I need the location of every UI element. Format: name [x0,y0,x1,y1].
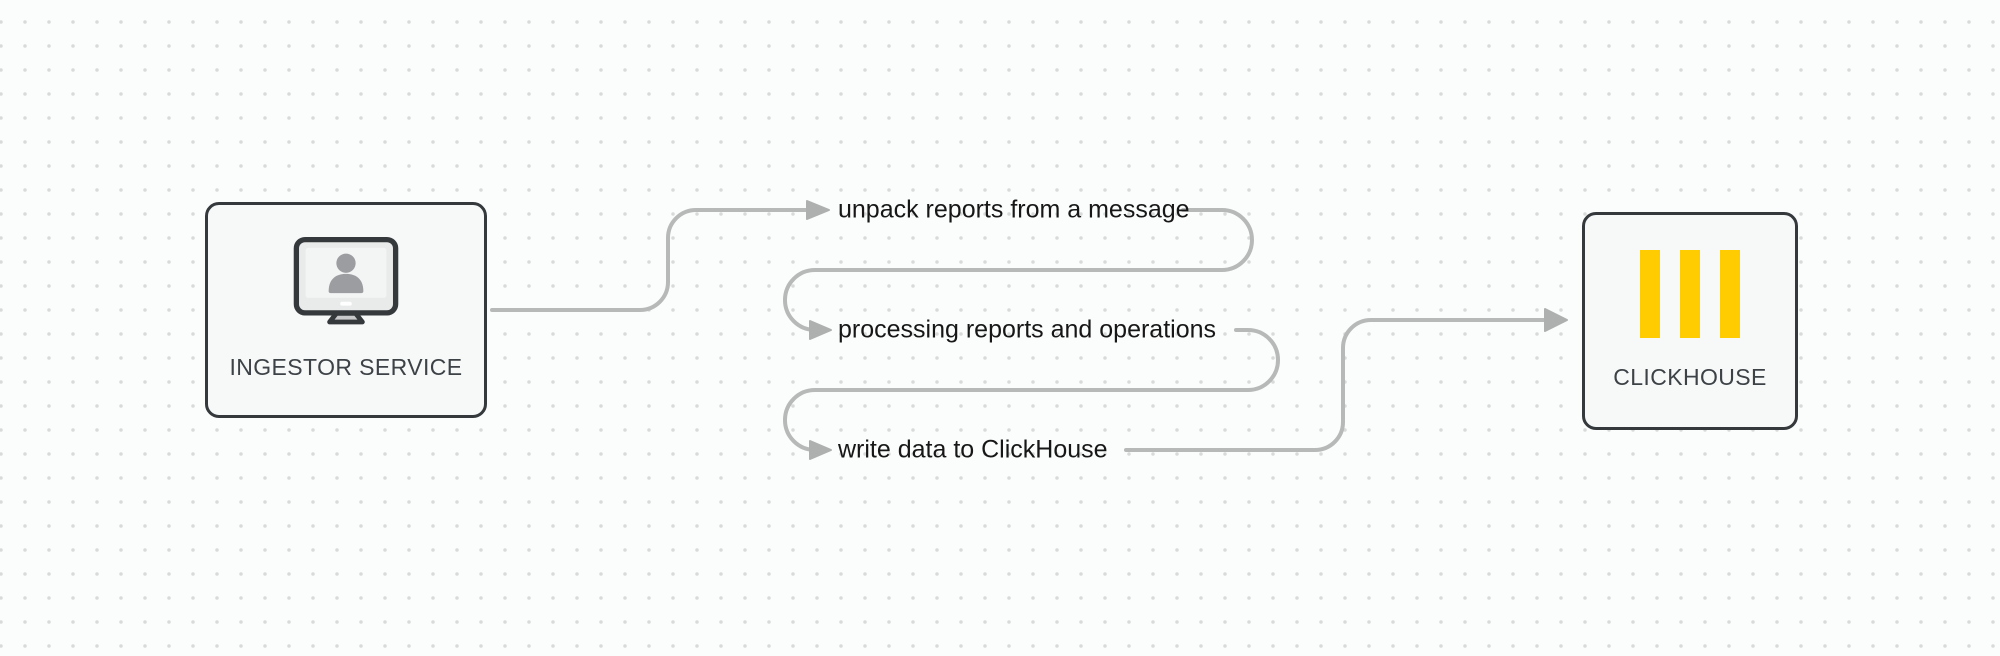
node-clickhouse: CLICKHOUSE [1582,212,1798,430]
connector-step2-to-step3 [783,328,1280,452]
connector-ingestor-to-step1 [490,208,808,312]
clickhouse-bars-icon [1640,250,1740,338]
step-label-processing-reports: processing reports and operations [838,315,1217,344]
arrowhead-step3-icon [809,440,832,460]
monitor-user-icon [293,236,399,325]
arrowhead-step1-icon [806,200,830,220]
arrowhead-clickhouse-icon [1544,308,1568,332]
node-label-clickhouse: CLICKHOUSE [1613,364,1767,390]
node-label-ingestor-service: INGESTOR SERVICE [229,354,463,380]
node-ingestor-service: INGESTOR SERVICE [205,202,487,418]
step-label-unpack-reports: unpack reports from a message [838,195,1190,224]
arrowhead-step2-icon [809,320,832,340]
step-label-write-data: write data to ClickHouse [838,435,1108,464]
connector-step1-to-step2 [783,208,1254,332]
